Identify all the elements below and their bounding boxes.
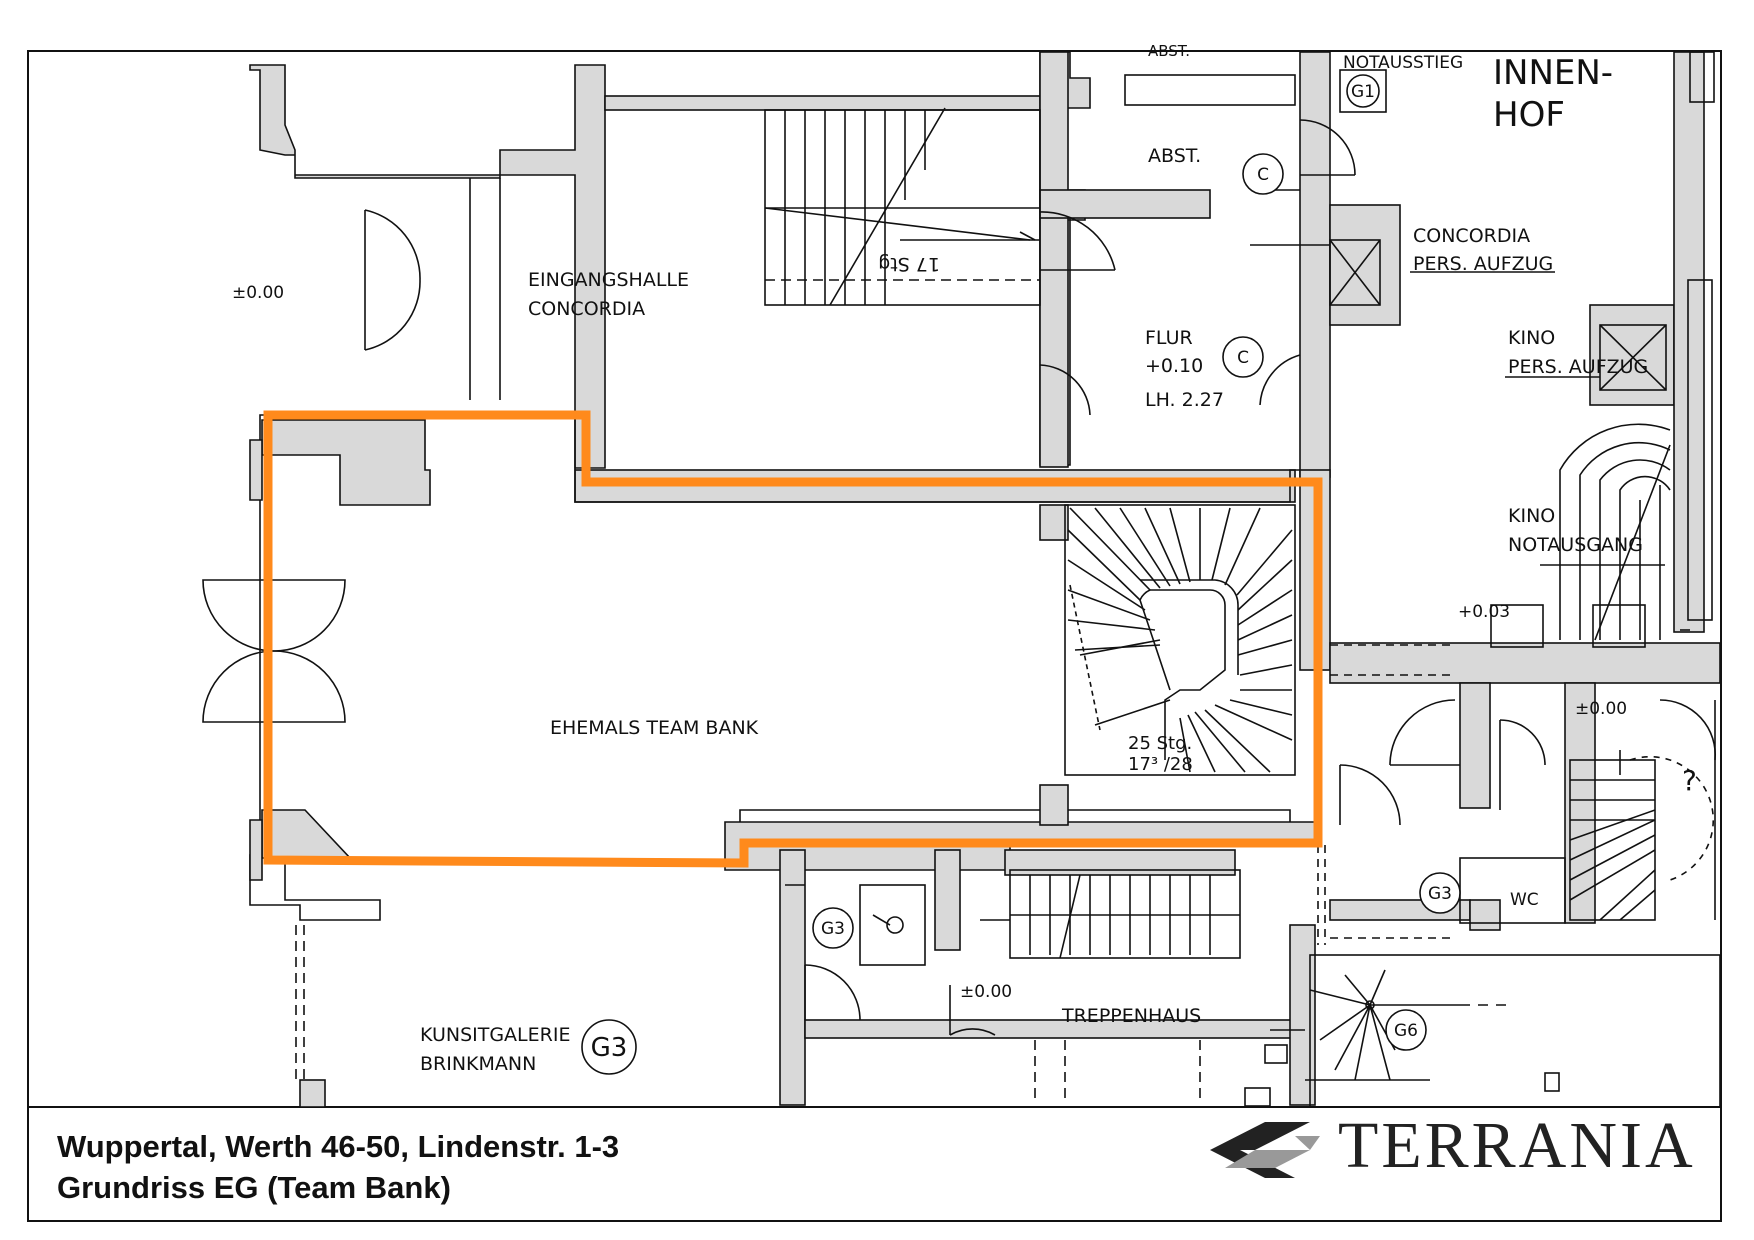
- label-kunstgalerie-2: BRINKMANN: [420, 1053, 536, 1075]
- label-innenhof-2: HOF: [1493, 95, 1565, 135]
- footer-address: Wuppertal, Werth 46-50, Lindenstr. 1-3: [57, 1129, 620, 1164]
- tag-c2: C: [1237, 348, 1249, 368]
- tag-c1-circle: [1242, 153, 1284, 195]
- page-frame: [27, 50, 1722, 1222]
- team-bank-highlight: [263, 410, 1323, 868]
- level-entrance: ±0.00: [232, 283, 284, 303]
- label-flur-level: +0.10: [1145, 355, 1203, 377]
- stair-spiral-count: 25 Stg.: [1128, 733, 1192, 754]
- label-eingangshalle-2: CONCORDIA: [528, 298, 645, 320]
- label-flur: FLUR: [1145, 327, 1193, 349]
- label-kino-aufzug-2: PERS. AUFZUG: [1508, 356, 1648, 378]
- label-abst-top: ABST.: [1148, 42, 1190, 60]
- tag-g3-large: G3: [591, 1033, 628, 1063]
- linework: [202, 51, 1721, 1108]
- tag-g3-wc-circle: [1419, 872, 1461, 914]
- tag-g1-circle: [1346, 74, 1380, 108]
- tag-g6: G6: [1394, 1021, 1418, 1041]
- tag-g3-wc: G3: [1428, 884, 1452, 904]
- label-kino-aufzug-1: KINO: [1508, 327, 1555, 349]
- level-right-lower: ±0.00: [1575, 699, 1627, 719]
- footer-subtitle: Grundriss EG (Team Bank): [57, 1170, 451, 1205]
- tag-g1-box: [1339, 69, 1387, 113]
- stair-main-count: 17 Stg: [878, 253, 940, 275]
- label-concordia-aufzug-1: CONCORDIA: [1413, 225, 1530, 247]
- tag-g3-large-circle: [581, 1019, 637, 1075]
- level-right-mid: +0.03: [1458, 602, 1510, 622]
- tag-g1: G1: [1351, 82, 1375, 102]
- tag-g6-circle: [1385, 1009, 1427, 1051]
- tag-g3-small-circle: [812, 907, 854, 949]
- stair-spiral-ratio: 17³ /28: [1128, 754, 1193, 775]
- label-treppenhaus: TREPPENHAUS: [1061, 1005, 1201, 1027]
- terrania-logo-text: TERRANIA: [1338, 1109, 1696, 1182]
- level-treppenhaus: ±0.00: [960, 982, 1012, 1002]
- label-wc: WC: [1510, 890, 1539, 910]
- upper-right-stair-treads: [1569, 779, 1656, 921]
- g6-spiral-stair: [1309, 969, 1396, 1081]
- label-flur-lh: LH. 2.27: [1145, 389, 1224, 411]
- terrania-logo-mark: [1210, 1122, 1320, 1178]
- label-abst: ABST.: [1148, 145, 1201, 167]
- tag-g3-small: G3: [821, 919, 845, 939]
- spiral-stair-treads: [1067, 507, 1293, 773]
- label-eingangshalle-1: EINGANGSHALLE: [528, 269, 689, 291]
- label-kino-notausgang-2: NOTAUSGANG: [1508, 534, 1643, 556]
- label-concordia-aufzug-2: PERS. AUFZUG: [1413, 253, 1553, 275]
- label-question: ?: [1682, 764, 1697, 797]
- tag-c2-circle: [1222, 336, 1264, 378]
- label-team-bank: EHEMALS TEAM BANK: [550, 717, 759, 739]
- label-notausstieg: NOTAUSSTIEG: [1343, 53, 1463, 73]
- label-kino-notausgang-1: KINO: [1508, 505, 1555, 527]
- tag-c1: C: [1257, 165, 1269, 185]
- label-innenhof-1: INNEN-: [1493, 53, 1613, 93]
- label-kunstgalerie-1: KUNSITGALERIE: [420, 1024, 570, 1046]
- circle-tags: [581, 69, 1461, 1075]
